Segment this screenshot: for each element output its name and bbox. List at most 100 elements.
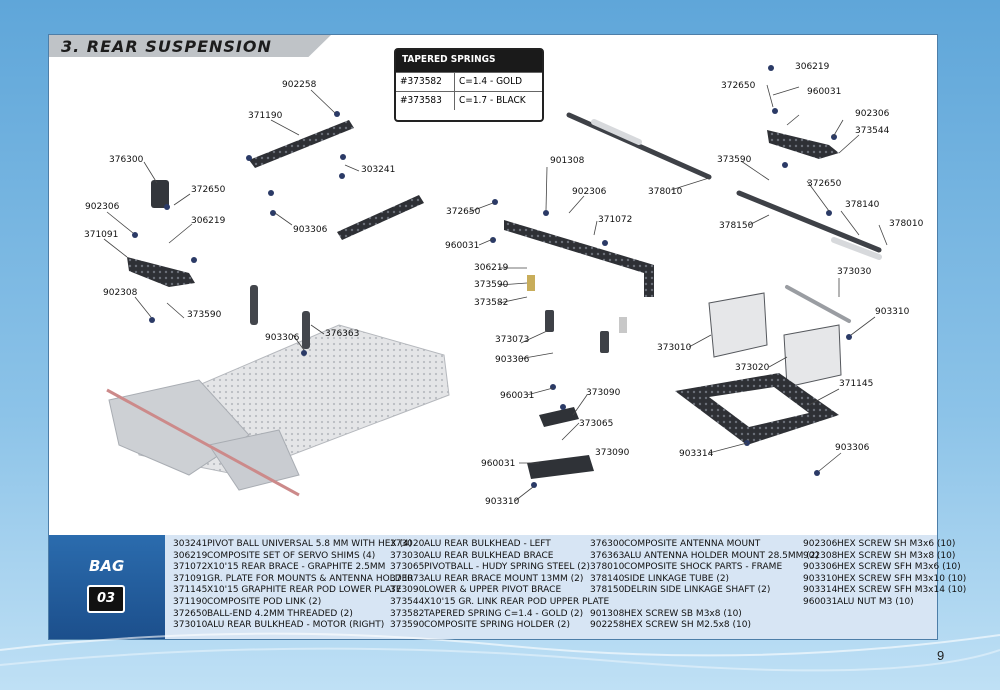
springs-spec: C=1.7 - BLACK xyxy=(459,95,526,106)
part-code: 373010 xyxy=(173,620,208,631)
part-code: 378150 xyxy=(590,585,625,596)
bag-label: BAG xyxy=(89,557,125,575)
brace-mount-373073 xyxy=(545,310,554,332)
springs-code: #373582 xyxy=(396,73,455,91)
part-desc: ALU REAR BULKHEAD BRACE xyxy=(424,550,554,561)
part-code: 306219 xyxy=(173,550,208,561)
callout-label: 903310 xyxy=(875,307,910,317)
part-code: 902308 xyxy=(803,550,838,561)
page-number: 9 xyxy=(937,648,945,663)
callout-label: 371145 xyxy=(839,379,874,389)
callout-label: 372650 xyxy=(721,81,756,91)
screws xyxy=(132,65,852,488)
callout-label: 372650 xyxy=(446,207,481,217)
part-code: 376300 xyxy=(590,539,625,549)
callout-label: 373544 xyxy=(855,126,890,136)
part-desc: ALU REAR BULKHEAD - LEFT xyxy=(424,539,551,549)
part-desc: HEX SCREW SH M3x8 (10) xyxy=(837,550,956,561)
bulkhead-brace-373030 xyxy=(785,285,851,323)
part-desc: X10'15 GR. LINK REAR POD UPPER PLATE xyxy=(424,596,610,607)
part-code: 371091 xyxy=(173,573,208,584)
callout-label: 372650 xyxy=(807,179,842,189)
part-desc: ALU REAR BULKHEAD - MOTOR (RIGHT) xyxy=(207,620,385,631)
callout-label: 903314 xyxy=(679,449,714,459)
part-desc: X10'15 GRAPHITE REAR POD LOWER PLATE xyxy=(207,585,402,596)
part-desc: HEX SCREW SH M2.5x8 (10) xyxy=(624,620,751,631)
antenna-mount-376300 xyxy=(151,180,169,208)
part-desc: ALU REAR BRACE MOUNT 13MM (2) xyxy=(424,573,584,584)
springs-row: #373582 C=1.4 - GOLD xyxy=(396,72,542,91)
part-desc: TAPERED SPRING C=1.4 - GOLD (2) xyxy=(424,608,584,619)
part-desc: COMPOSITE POD LINK (2) xyxy=(207,596,322,607)
part-code: 373030 xyxy=(390,550,425,561)
callout-label: 372650 xyxy=(191,185,226,195)
callout-label: 960031 xyxy=(445,241,480,251)
side-linkage-tube-upper xyxy=(591,119,642,145)
part-code: 373582 xyxy=(390,608,425,619)
part-code: 901308 xyxy=(590,608,625,619)
assembly-page: 3. REAR SUSPENSION xyxy=(48,34,966,640)
callout-label: 903306 xyxy=(293,225,328,235)
callout-label: 902306 xyxy=(572,187,607,197)
upper-plate-373544 xyxy=(767,130,839,159)
part-code: 373020 xyxy=(390,539,425,549)
part-code: 371145 xyxy=(173,585,208,596)
part-desc: SIDE LINKAGE TUBE (2) xyxy=(624,573,730,584)
part-desc: HEX SCREW SB M3x8 (10) xyxy=(624,608,742,619)
part-code: 372650 xyxy=(173,608,208,619)
springs-table-header: TAPERED SPRINGS xyxy=(396,50,542,72)
part-code: 373544 xyxy=(390,596,425,607)
part-desc: HEX SCREW SFH M3x10 (10) xyxy=(837,573,967,584)
spring-left xyxy=(527,275,535,291)
part-desc: DELRIN SIDE LINKAGE SHAFT (2) xyxy=(624,585,771,596)
part-code: 371190 xyxy=(173,596,208,607)
part-desc: HEX SCREW SH M3x6 (10) xyxy=(837,539,956,549)
callout-label: 378010 xyxy=(648,187,683,197)
callout-label: 306219 xyxy=(474,263,509,273)
part-code: 373065 xyxy=(390,562,425,573)
callout-label: 373590 xyxy=(717,155,752,165)
callout-label: 960031 xyxy=(500,391,535,401)
part-desc: COMPOSITE SPRING HOLDER (2) xyxy=(424,620,571,631)
callout-label: 903306 xyxy=(265,333,300,343)
standoff-antenna-376363 xyxy=(302,311,310,349)
chassis-ghost xyxy=(106,324,450,497)
callout-label: 902258 xyxy=(282,80,317,90)
callout-label: 306219 xyxy=(795,62,830,72)
pod-link-371190 xyxy=(249,120,354,168)
part-code: 903314 xyxy=(803,585,838,596)
callout-label: 901308 xyxy=(550,156,585,166)
callout-label: 373590 xyxy=(187,310,222,320)
part-desc: GR. PLATE FOR MOUNTS & ANTENNA HOLDER xyxy=(207,573,414,584)
leader-lines xyxy=(103,84,888,502)
standoff-left xyxy=(250,285,258,325)
rear-brace-371072 xyxy=(504,220,654,297)
part-code: 960031 xyxy=(803,596,838,607)
callout-label: 903306 xyxy=(495,355,530,365)
part-code: 378140 xyxy=(590,573,625,584)
bulkhead-left-373020 xyxy=(783,324,842,388)
part-code: 902306 xyxy=(803,539,838,549)
callout-label: 902308 xyxy=(103,288,138,298)
